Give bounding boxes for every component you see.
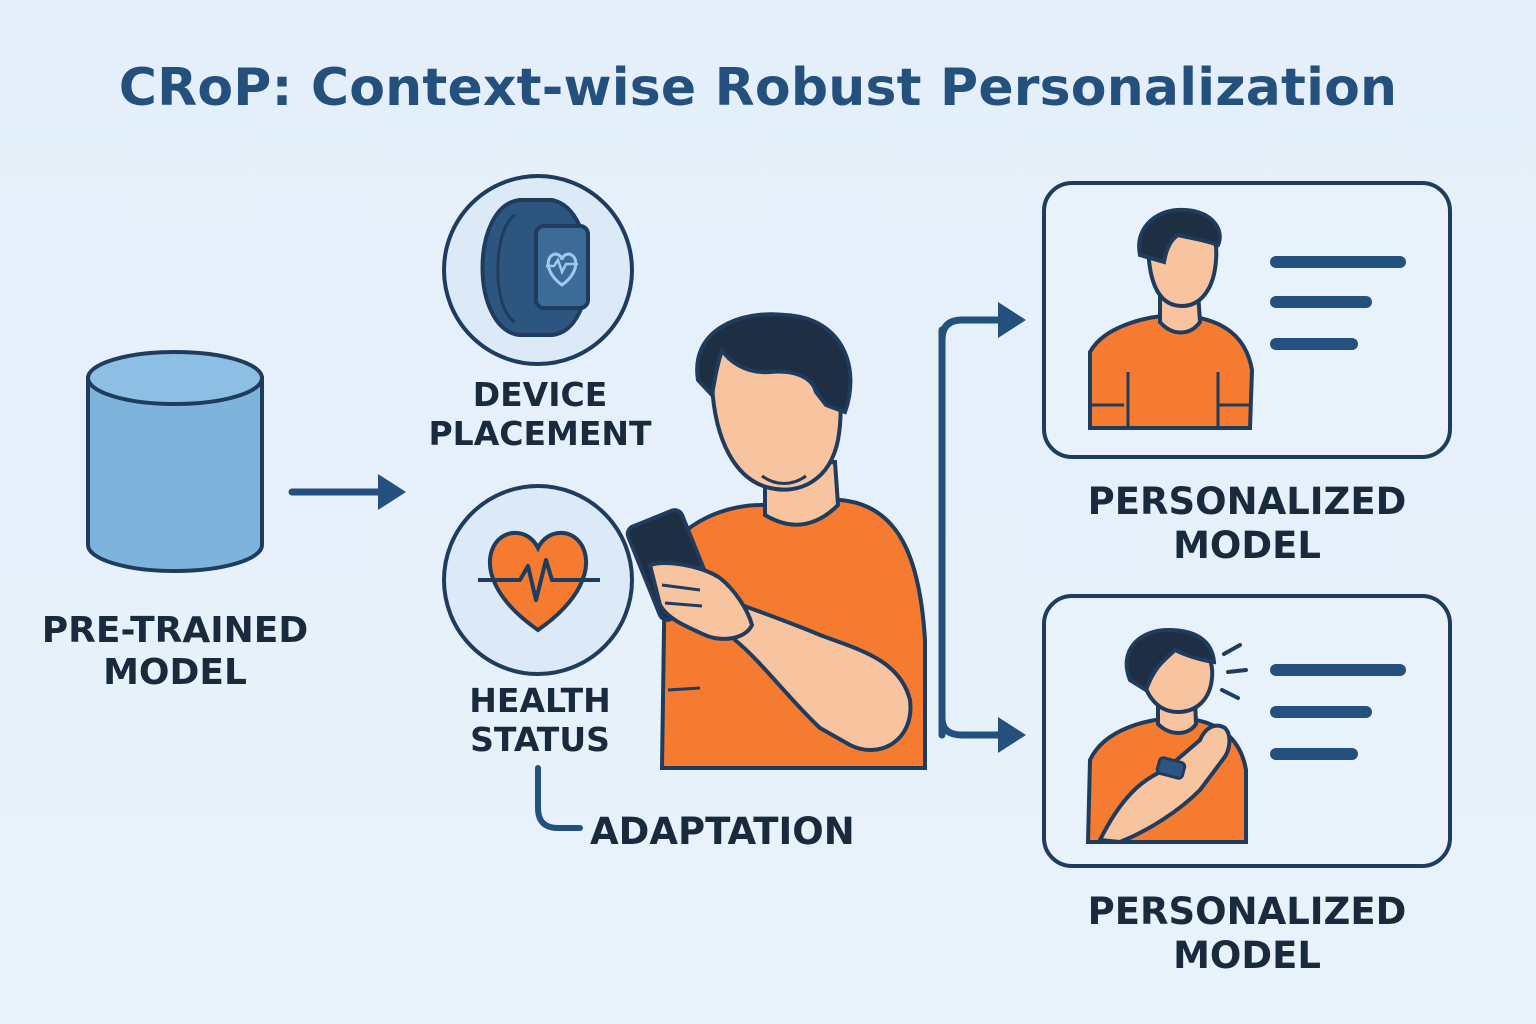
person-with-phone-illustration (625, 312, 927, 770)
health-status-icon (442, 484, 634, 676)
page-title: CRoP: Context-wise Robust Personalizatio… (118, 58, 1398, 118)
personalized-model-bottom-line1: PERSONALIZED (1087, 890, 1407, 933)
adaptation-label: ADAPTATION (590, 810, 855, 853)
device-placement-label: DEVICE PLACEMENT (410, 375, 670, 454)
device-placement-label-line1: DEVICE (472, 375, 608, 414)
pre-trained-model-label-line2: MODEL (103, 652, 247, 694)
personalized-model-bottom-line2: MODEL (1173, 933, 1321, 977)
pre-trained-model-label-line1: PRE-TRAINED (41, 610, 309, 651)
personalized-model-top-line2: MODEL (1173, 523, 1321, 567)
personalized-model-label-bottom: PERSONALIZED MODEL (1062, 890, 1432, 977)
health-status-label-line1: HEALTH (469, 681, 611, 720)
database-cylinder-icon (86, 350, 264, 573)
health-status-label-line2: STATUS (470, 719, 610, 759)
adaptation-connector (535, 765, 583, 831)
device-placement-icon (442, 174, 634, 366)
branch-arrows (938, 302, 1026, 753)
personalized-model-top-line1: PERSONALIZED (1087, 480, 1407, 523)
health-status-label: HEALTH STATUS (420, 681, 660, 760)
personalized-model-card-bottom (1042, 594, 1452, 868)
personalized-model-card-top (1042, 181, 1452, 459)
personalized-model-label-top: PERSONALIZED MODEL (1062, 480, 1432, 567)
arrow-model-to-contexts (288, 474, 406, 510)
device-placement-label-line2: PLACEMENT (428, 413, 652, 453)
pre-trained-model-label: PRE-TRAINED MODEL (30, 610, 320, 695)
